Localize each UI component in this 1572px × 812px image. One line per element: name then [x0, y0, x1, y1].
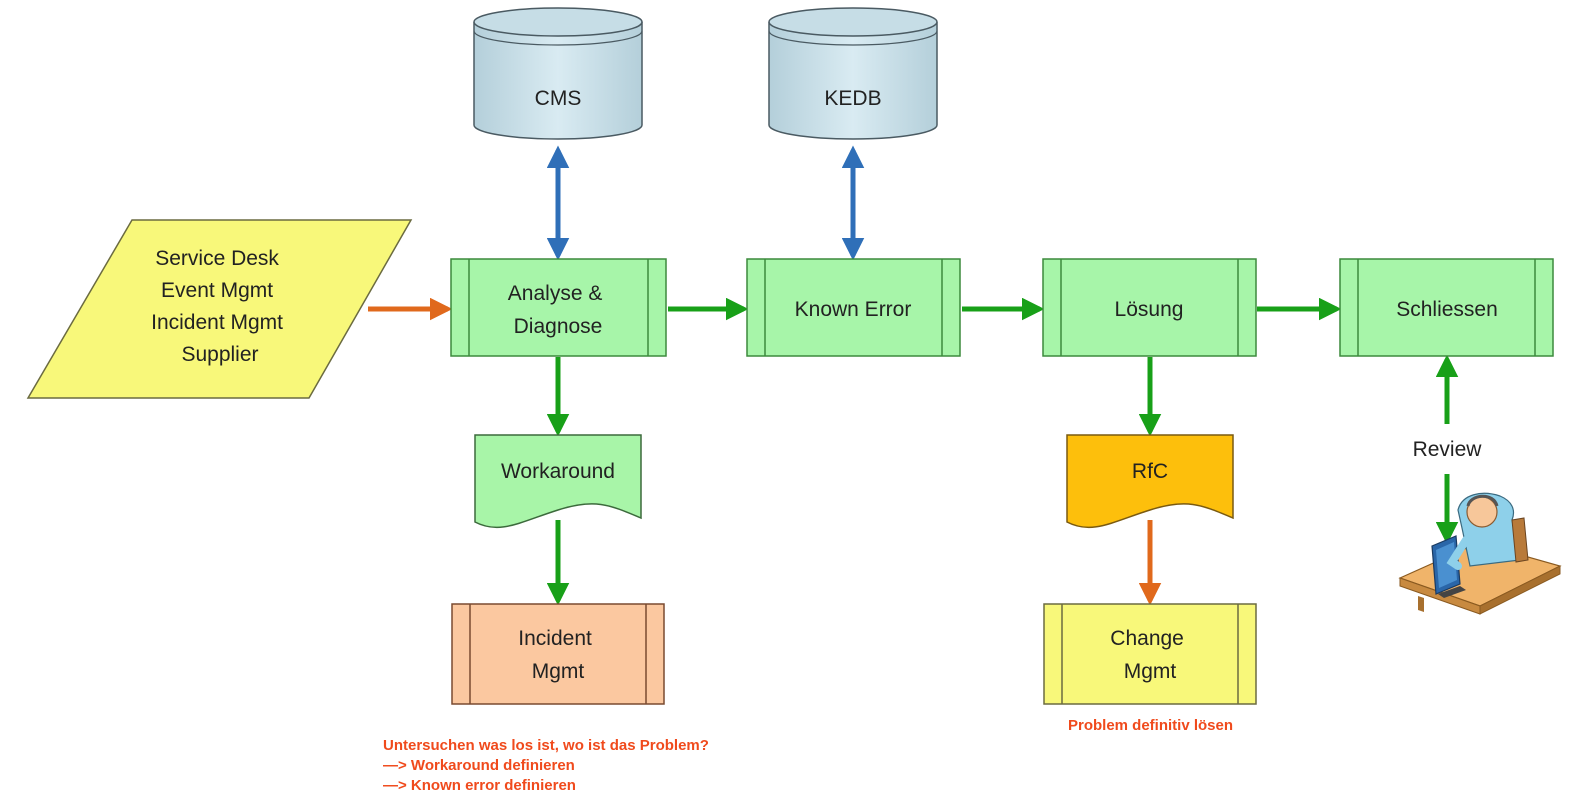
- investigate-note-line-1: Untersuchen was los ist, wo ist das Prob…: [383, 737, 709, 754]
- known-error-label: Known Error: [795, 298, 912, 321]
- loesung-process: Lösung: [1042, 258, 1257, 357]
- workaround-label: Workaround: [501, 460, 615, 483]
- svg-text:Incident Mgmt: Incident Mgmt: [518, 627, 597, 683]
- solve-note: Problem definitiv lösen: [1068, 717, 1234, 734]
- analyse-line-2: Diagnose: [514, 315, 603, 338]
- svg-text:Analyse & Diagnose: Analyse & Diagnose: [508, 282, 608, 338]
- change-line-2: Mgmt: [1124, 660, 1177, 683]
- incident-line-2: Mgmt: [532, 660, 585, 683]
- known-error-process: Known Error: [746, 258, 961, 357]
- investigate-note: Untersuchen was los ist, wo ist das Prob…: [383, 736, 709, 796]
- input-line-4: Supplier: [181, 343, 258, 366]
- input-line-1: Service Desk: [155, 247, 279, 270]
- svg-text:Service Desk Event Mgmt: Service Desk Event Mgmt Incident Mgmt Su…: [151, 247, 289, 366]
- investigate-note-line-2: —> Workaround definieren: [383, 757, 575, 774]
- rfc-label: RfC: [1132, 460, 1168, 483]
- input-line-2: Event Mgmt: [161, 279, 273, 302]
- kedb-database: KEDB: [768, 7, 938, 140]
- incident-mgmt-process: Incident Mgmt: [440, 603, 680, 717]
- investigate-note-line-3: —> Known error definieren: [383, 777, 576, 794]
- review-label: Review: [1413, 438, 1483, 461]
- svg-text:Change Mgmt: Change Mgmt: [1110, 627, 1189, 683]
- arrows: [368, 145, 1459, 606]
- analyse-line-1: Analyse &: [508, 282, 603, 305]
- rfc-document: RfC: [1066, 434, 1234, 529]
- change-mgmt-process: Change Mgmt: [1036, 603, 1266, 713]
- kedb-label: KEDB: [824, 87, 881, 110]
- loesung-label: Lösung: [1115, 298, 1184, 321]
- change-line-1: Change: [1110, 627, 1184, 650]
- cms-database: CMS: [473, 7, 643, 140]
- cms-label: CMS: [535, 87, 582, 110]
- incident-line-1: Incident: [518, 627, 592, 650]
- schliessen-label: Schliessen: [1396, 298, 1498, 321]
- user-at-desk-icon: [1398, 492, 1562, 615]
- schliessen-process: Schliessen: [1339, 258, 1554, 357]
- input-sources-node: Service Desk Event Mgmt Incident Mgmt Su…: [26, 219, 413, 399]
- input-line-3: Incident Mgmt: [151, 311, 283, 334]
- analyse-diagnose-process: Analyse & Diagnose: [450, 258, 667, 357]
- workaround-document: Workaround: [474, 434, 642, 529]
